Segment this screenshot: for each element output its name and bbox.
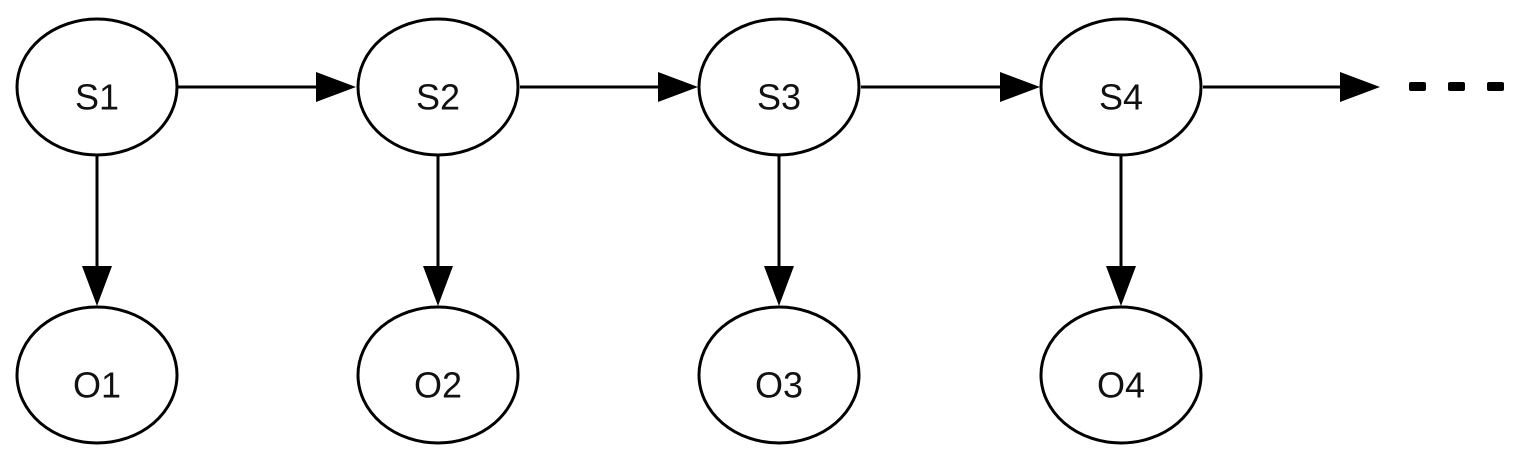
arrowhead-s2-s3: [658, 72, 698, 102]
observation-node-label: O4: [1097, 365, 1145, 406]
arrowhead-s1-o1: [82, 266, 112, 306]
arrowhead-s2-o2: [423, 266, 453, 306]
state-node-s1: S1: [15, 17, 179, 157]
arrowhead-s3-s4: [1000, 72, 1040, 102]
state-node-s4: S4: [1039, 17, 1203, 157]
arrowhead-s1-s2: [316, 72, 356, 102]
observation-node-o4: O4: [1039, 305, 1203, 445]
transition-edges: [178, 72, 1380, 102]
state-node-label: S2: [416, 77, 460, 118]
emission-edges: [82, 156, 1136, 306]
ellipsis-dot: [1487, 82, 1504, 91]
observation-node-o3: O3: [697, 305, 861, 445]
state-nodes: S1 S2 S3 S4: [15, 17, 1203, 157]
observation-node-o2: O2: [356, 305, 520, 445]
arrowhead-s4-continuation: [1340, 72, 1380, 102]
observation-node-label: O2: [414, 365, 462, 406]
arrowhead-s4-o4: [1106, 266, 1136, 306]
observation-node-o1: O1: [15, 305, 179, 445]
ellipsis-dot: [1409, 82, 1426, 91]
ellipsis-dot: [1448, 82, 1465, 91]
state-node-label: S1: [75, 77, 119, 118]
observation-node-label: O1: [73, 365, 121, 406]
state-node-s2: S2: [356, 17, 520, 157]
observation-node-label: O3: [755, 365, 803, 406]
state-node-s3: S3: [697, 17, 861, 157]
ellipsis-continuation: [1409, 82, 1504, 91]
state-node-label: S4: [1099, 77, 1143, 118]
observation-nodes: O1 O2 O3 O4: [15, 305, 1203, 445]
state-node-label: S3: [757, 77, 801, 118]
arrowhead-s3-o3: [764, 266, 794, 306]
